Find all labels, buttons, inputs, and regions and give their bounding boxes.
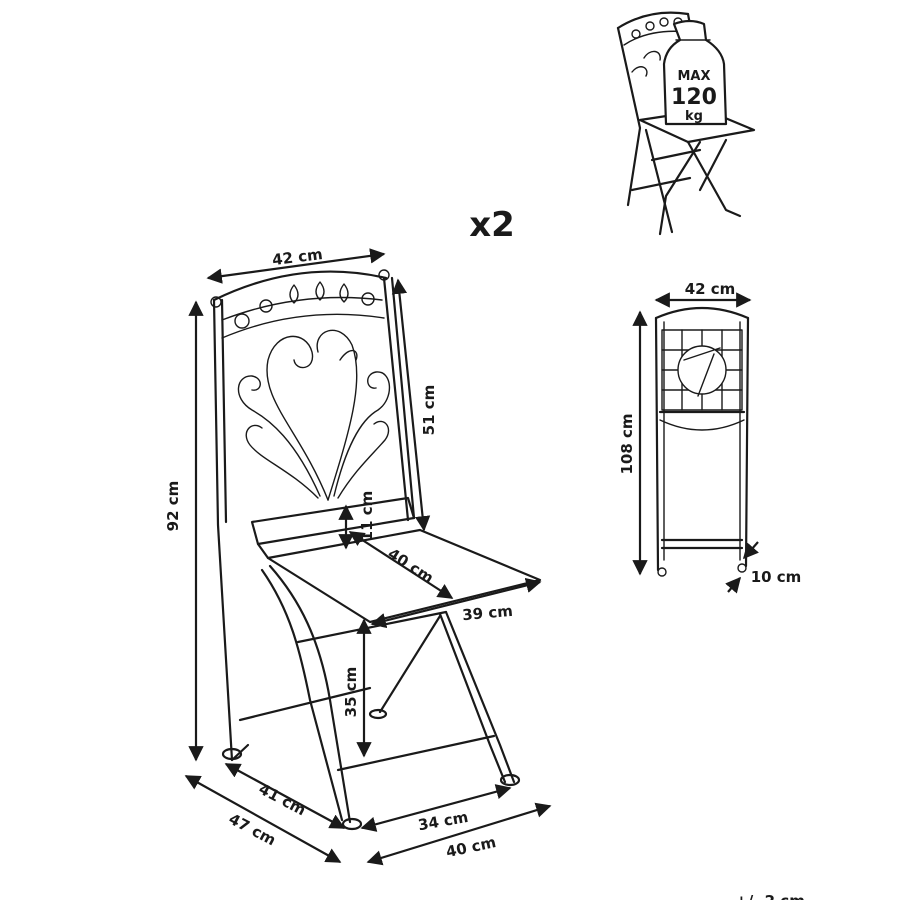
dim-line-base-depth-outer xyxy=(184,775,342,863)
label-base-depth-inner: 41 cm xyxy=(256,780,309,820)
backrest-top-ornaments xyxy=(210,269,390,329)
weight-icon xyxy=(662,19,728,126)
folded-chair-drawing xyxy=(654,306,750,577)
label-width-top: 42 cm xyxy=(271,245,323,269)
tolerance-note: +/- 2 cm xyxy=(735,892,805,900)
weight-badge-line1: MAX xyxy=(677,69,710,84)
backrest-scroll-ornament xyxy=(237,329,391,501)
fold-cross-bar xyxy=(378,614,442,714)
dim-line-base-width-outer xyxy=(366,802,552,866)
label-backrest-height: 51 cm xyxy=(420,385,438,436)
back-left-leg xyxy=(212,298,234,762)
folded-dimension-lines xyxy=(632,292,759,594)
label-base-width-outer: 40 cm xyxy=(444,833,497,861)
label-folded-height: 108 cm xyxy=(618,413,636,474)
weight-badge-line3: kg xyxy=(685,109,703,124)
dim-line-seat-width xyxy=(370,577,542,629)
main-dimension-lines xyxy=(184,248,552,866)
label-folded-width: 42 cm xyxy=(685,280,736,298)
label-height-total: 92 cm xyxy=(164,481,182,532)
quantity-label: x2 xyxy=(469,205,515,245)
label-gap: 11 cm xyxy=(358,491,376,542)
dim-line-width-top xyxy=(206,248,386,284)
front-left-leg xyxy=(268,564,352,824)
label-folded-depth: 10 cm xyxy=(751,568,802,586)
weight-capacity-illustration: MAX 120 kg xyxy=(616,11,756,236)
folded-dimension-labels: 42 cm 108 cm 10 cm xyxy=(618,280,801,586)
label-seat-width: 39 cm xyxy=(462,602,514,624)
weight-badge-line2: 120 xyxy=(671,85,717,110)
front-right-leg xyxy=(444,610,516,784)
label-seat-height: 35 cm xyxy=(342,667,360,718)
backrest-top-arch xyxy=(212,270,388,302)
dim-line-backrest xyxy=(391,278,431,532)
label-base-depth-outer: 47 cm xyxy=(226,810,279,850)
